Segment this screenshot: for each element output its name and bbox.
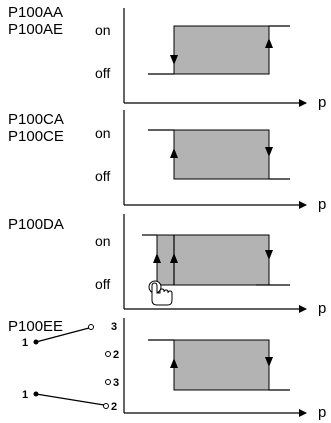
contact-terminal [88, 324, 94, 330]
model-label-p100ce: P100CE [8, 128, 64, 145]
switch-up-arrow [170, 253, 178, 263]
contact-number: 3 [111, 321, 117, 333]
panel-p100ee: P100EE 1 3 2 3 1 2 p [8, 318, 326, 421]
model-label-p100ae: P100AE [8, 21, 63, 38]
pressure-axis-label: p [318, 196, 326, 213]
contact-diagram-top: 1 3 2 [22, 321, 119, 361]
panel-p100da: P100DA on off p [8, 214, 326, 317]
contact-number: 1 [22, 337, 28, 349]
hysteresis-band [173, 129, 270, 180]
contact-number: 1 [22, 389, 28, 401]
contact-terminal [105, 351, 111, 357]
pressure-axis-label: p [318, 404, 326, 421]
contact-number: 2 [111, 401, 117, 413]
state-off-label: off [95, 65, 110, 81]
model-label-p100ca: P100CA [8, 111, 64, 128]
model-label-p100ee: P100EE [8, 318, 63, 335]
switch-up-arrow [265, 38, 273, 48]
panel-p100ca: P100CA P100CE on off p [8, 110, 326, 213]
switch-down-arrow [265, 357, 273, 367]
contact-terminal [103, 403, 109, 409]
state-on-label: on [95, 22, 111, 38]
state-on-label: on [95, 125, 111, 141]
state-off-label: off [95, 276, 110, 292]
switch-up-arrow [170, 148, 178, 158]
hysteresis-band [173, 339, 270, 391]
state-on-label: on [95, 233, 111, 249]
model-label-p100aa: P100AA [8, 4, 63, 21]
model-label-p100da: P100DA [8, 216, 64, 233]
contact-number: 3 [113, 377, 119, 389]
contact-terminal [105, 379, 111, 385]
pressure-axis-label: p [318, 300, 326, 317]
hand-pointer-icon [148, 280, 173, 306]
hysteresis-band [173, 25, 270, 75]
contact-diagram-bottom: 3 1 2 [22, 377, 119, 413]
switch-down-arrow [265, 250, 273, 260]
switch-down-arrow [265, 147, 273, 157]
panel-p100aa: P100AA P100AE on off p [8, 4, 326, 111]
switch-up-arrow [170, 358, 178, 368]
contact-blade [35, 393, 105, 406]
state-off-label: off [95, 168, 110, 184]
contact-blade [35, 327, 90, 343]
switch-down-arrow [170, 55, 178, 65]
contact-number: 2 [113, 349, 119, 361]
switch-up-arrow [153, 253, 161, 263]
pressure-axis-label: p [318, 94, 326, 111]
